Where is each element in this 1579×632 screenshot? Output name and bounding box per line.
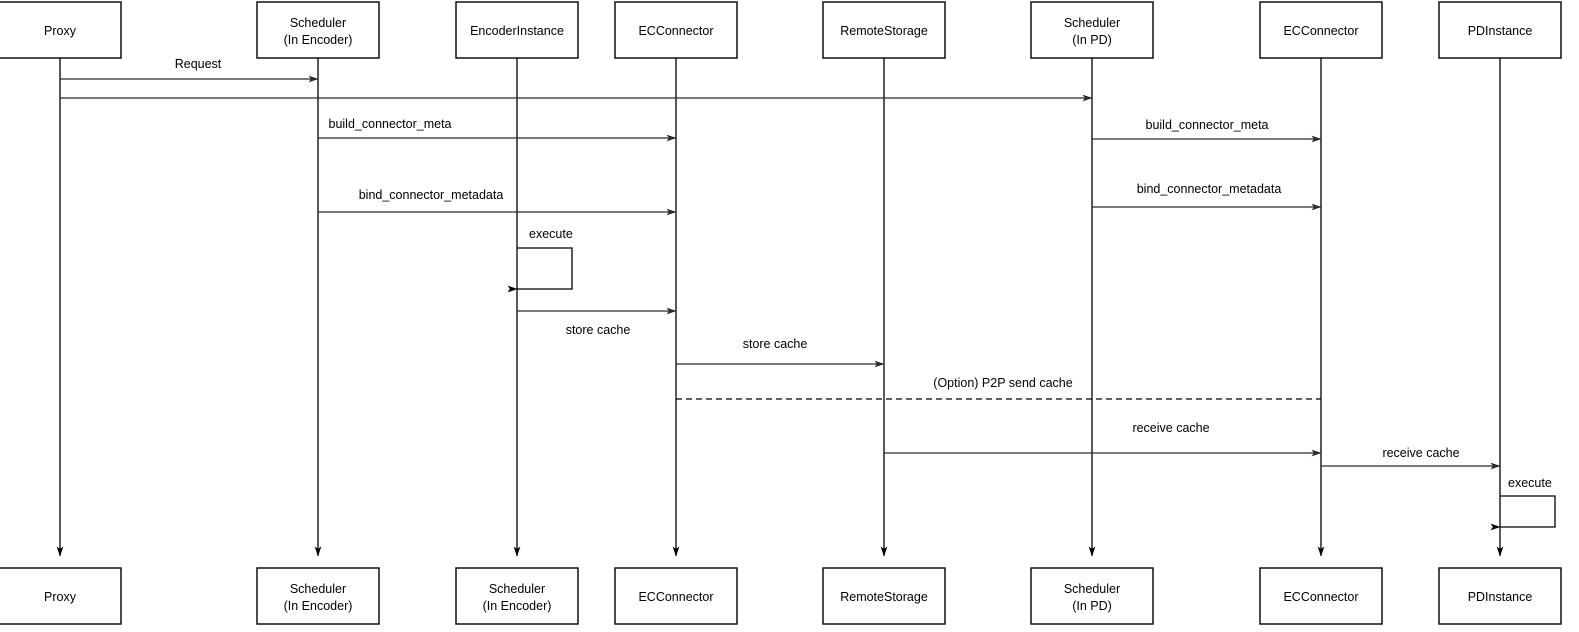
participant-box-proxy-top[interactable]: Proxy xyxy=(0,1,122,59)
participant-box-rect xyxy=(1030,567,1154,625)
participant-box-sched-enc-bottom[interactable]: Scheduler (In Encoder) xyxy=(256,567,380,625)
participant-label-line1: Scheduler xyxy=(290,582,346,596)
self-message-label: execute xyxy=(529,227,573,241)
lifelines-layer xyxy=(56,58,1504,557)
participant-label-line1: Scheduler xyxy=(489,582,545,596)
participant-label: RemoteStorage xyxy=(840,24,928,38)
self-message-loop xyxy=(507,247,573,293)
message-label: Request xyxy=(175,57,222,71)
participant-box-rect xyxy=(822,1,946,59)
self-message-s1[interactable]: execute xyxy=(507,227,573,293)
messages-layer: Request build_connector_meta build_connect… xyxy=(60,57,1556,531)
participant-label: RemoteStorage xyxy=(840,590,928,604)
message-m11[interactable]: receive cache xyxy=(1321,446,1501,470)
message-m1[interactable]: Request xyxy=(60,57,319,83)
message-m10[interactable]: receive cache xyxy=(884,421,1322,457)
participant-box-encoder-inst-top[interactable]: EncoderInstance xyxy=(455,1,579,59)
participant-box-remote-top[interactable]: RemoteStorage xyxy=(822,1,946,59)
participant-box-rect xyxy=(0,1,122,59)
participant-box-proxy-bottom[interactable]: Proxy xyxy=(0,567,122,625)
participant-box-rect xyxy=(455,567,579,625)
participant-label-line2: (In PD) xyxy=(1072,33,1112,47)
participant-box-ecconn-left-bottom[interactable]: ECConnector xyxy=(614,567,738,625)
participant-box-sched-enc-top[interactable]: Scheduler (In Encoder) xyxy=(256,1,380,59)
participant-box-pdinstance-bottom[interactable]: PDInstance xyxy=(1438,567,1562,625)
participant-label-line2: (In Encoder) xyxy=(284,599,353,613)
message-label: build_connector_meta xyxy=(1146,118,1269,132)
participant-box-rect xyxy=(0,567,122,625)
participant-label-line2: (In Encoder) xyxy=(483,599,552,613)
participant-box-rect xyxy=(1259,567,1383,625)
participant-label: ECConnector xyxy=(638,24,713,38)
participant-label: ECConnector xyxy=(1283,590,1358,604)
participant-label: ECConnector xyxy=(1283,24,1358,38)
participant-label-line1: Scheduler xyxy=(1064,16,1120,30)
message-label: build_connector_meta xyxy=(329,117,452,131)
participant-box-rect xyxy=(455,1,579,59)
participant-box-rect xyxy=(614,1,738,59)
participant-box-rect xyxy=(256,567,380,625)
participant-label: EncoderInstance xyxy=(470,24,564,38)
message-m7[interactable]: store cache xyxy=(517,307,677,337)
participant-box-rect xyxy=(1438,1,1562,59)
participant-label-line2: (In Encoder) xyxy=(284,33,353,47)
participant-box-rect xyxy=(1030,1,1154,59)
participant-label: ECConnector xyxy=(638,590,713,604)
participant-label: PDInstance xyxy=(1468,24,1533,38)
participant-box-rect xyxy=(256,1,380,59)
message-m4[interactable]: build_connector_meta xyxy=(1092,118,1322,143)
participant-label: PDInstance xyxy=(1468,590,1533,604)
message-m3[interactable]: build_connector_meta xyxy=(318,117,677,142)
participant-box-remote-bottom[interactable]: RemoteStorage xyxy=(822,567,946,625)
message-m5[interactable]: bind_connector_metadata xyxy=(318,188,677,216)
participant-label-line2: (In PD) xyxy=(1072,599,1112,613)
participant-label-line1: Scheduler xyxy=(1064,582,1120,596)
participant-box-rect xyxy=(1438,567,1562,625)
participant-box-rect xyxy=(1259,1,1383,59)
participant-box-rect xyxy=(614,567,738,625)
participant-box-pdinstance-top[interactable]: PDInstance xyxy=(1438,1,1562,59)
participant-box-ecconn-right-bottom[interactable]: ECConnector xyxy=(1259,567,1383,625)
participant-box-encoder-inst-bottom[interactable]: Scheduler (In Encoder) xyxy=(455,567,579,625)
message-m6[interactable]: bind_connector_metadata xyxy=(1092,182,1322,211)
self-message-label: execute xyxy=(1508,476,1552,490)
self-message-s2[interactable]: execute xyxy=(1490,476,1556,531)
message-m8[interactable]: store cache xyxy=(676,337,885,368)
participant-box-sched-pd-bottom[interactable]: Scheduler (In PD) xyxy=(1030,567,1154,625)
participant-label: Proxy xyxy=(44,24,77,38)
self-message-loop xyxy=(1490,495,1556,531)
message-label: receive cache xyxy=(1132,421,1209,435)
message-label: bind_connector_metadata xyxy=(1137,182,1282,196)
participant-label-line1: Scheduler xyxy=(290,16,346,30)
participant-box-ecconn-left-top[interactable]: ECConnector xyxy=(614,1,738,59)
message-label: store cache xyxy=(743,337,808,351)
message-label: (Option) P2P send cache xyxy=(933,376,1072,390)
participant-box-sched-pd-top[interactable]: Scheduler (In PD) xyxy=(1030,1,1154,59)
participant-box-ecconn-right-top[interactable]: ECConnector xyxy=(1259,1,1383,59)
participant-label: Proxy xyxy=(44,590,77,604)
message-label: store cache xyxy=(566,323,631,337)
message-m9[interactable]: (Option) P2P send cache xyxy=(676,376,1321,400)
message-label: receive cache xyxy=(1382,446,1459,460)
message-label: bind_connector_metadata xyxy=(359,188,504,202)
participant-box-rect xyxy=(822,567,946,625)
